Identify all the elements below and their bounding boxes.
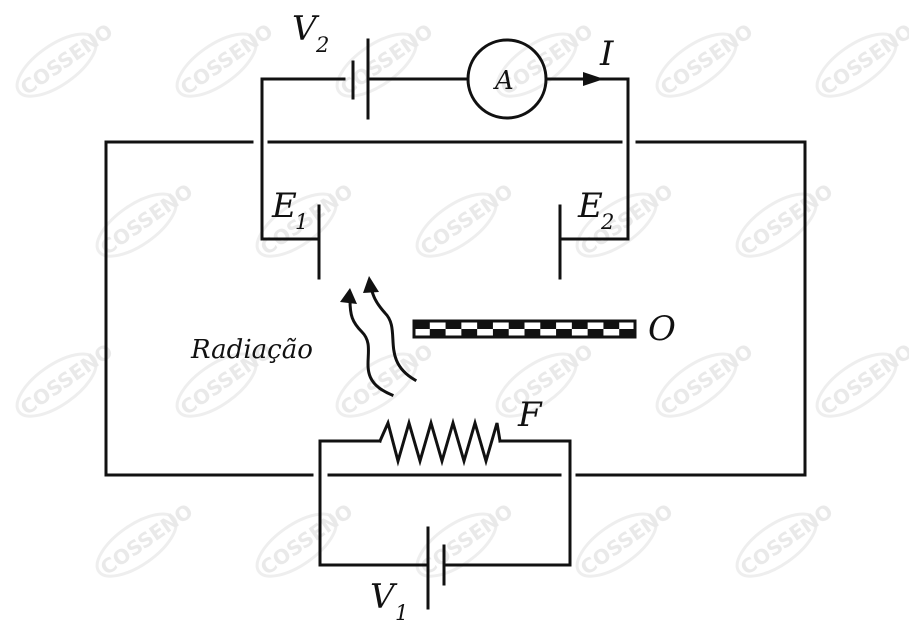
object-bar-check <box>445 321 462 329</box>
object-bar <box>412 319 637 339</box>
svg-text:2: 2 <box>600 210 614 234</box>
watermark-tile: COSSENO <box>735 499 837 580</box>
object-bar-check <box>603 321 620 329</box>
watermark-tile: COSSENO <box>95 179 197 260</box>
svg-text:V: V <box>370 577 398 617</box>
svg-text:E: E <box>577 186 603 226</box>
object-bar-check <box>492 329 509 337</box>
object-bar-check <box>477 321 493 329</box>
watermark-text: COSSENO <box>816 19 909 100</box>
object-bar-check <box>540 321 557 329</box>
current-label: I <box>599 34 614 74</box>
watermark-tile: COSSENO <box>415 499 517 580</box>
object-bar-check <box>508 321 525 329</box>
svg-text:1: 1 <box>395 601 408 625</box>
label-v2: V 2 <box>292 9 329 57</box>
current-arrow-icon <box>583 72 604 86</box>
radiation-label: Radiação <box>190 335 313 365</box>
label-v1: V 1 <box>370 577 408 625</box>
ammeter-symbol <box>466 38 548 120</box>
battery-v2-symbol <box>351 38 370 120</box>
object-label: O <box>648 309 676 349</box>
filament-resistor-symbol <box>378 417 502 467</box>
object-bar-check <box>524 329 541 337</box>
object-bar-check <box>556 329 572 337</box>
svg-text:V: V <box>292 9 320 49</box>
object-bar-check <box>429 329 446 337</box>
label-e2: E 2 <box>577 186 614 234</box>
bottom-circuit-wire <box>318 439 572 567</box>
watermark-tile: COSSENO <box>335 339 437 420</box>
watermark-text: COSSENO <box>816 339 909 420</box>
watermark-tile: COSSENO <box>655 19 757 100</box>
battery-v1-symbol <box>426 526 446 610</box>
watermark-tile: COSSENO <box>95 499 197 580</box>
watermark-tile: COSSENO <box>15 19 117 100</box>
top-circuit-wire <box>260 77 630 280</box>
svg-text:2: 2 <box>315 33 329 57</box>
watermark-layer: COSSENO COSSENO COSSENO COSSENO COSSENO COSSE… <box>15 19 909 580</box>
watermark-tile: COSSENO <box>815 339 909 420</box>
label-e1: E 1 <box>271 186 308 234</box>
object-bar-checks <box>414 321 635 337</box>
watermark-tile: COSSENO <box>815 19 909 100</box>
watermark-tile: COSSENO <box>415 179 517 260</box>
ammeter-label: A <box>493 66 514 96</box>
object-bar-check <box>571 321 588 329</box>
watermark-tile: COSSENO <box>15 339 117 420</box>
watermark-tile: COSSENO <box>575 499 677 580</box>
object-bar-check <box>619 329 635 337</box>
svg-text:1: 1 <box>295 210 308 234</box>
watermark-tile: COSSENO <box>175 19 277 100</box>
filament-label: F <box>517 395 543 435</box>
object-bar-check <box>461 329 478 337</box>
watermark-tile: COSSENO <box>495 339 597 420</box>
outer-loop-wire <box>104 140 807 477</box>
watermark-tile: COSSENO <box>335 19 437 100</box>
object-bar-check <box>414 321 430 329</box>
object-bar-check <box>587 329 604 337</box>
watermark-tile: COSSENO <box>735 179 837 260</box>
radiation-arrows-icon <box>340 276 418 397</box>
watermark-tile: COSSENO <box>255 499 357 580</box>
svg-text:E: E <box>271 186 297 226</box>
